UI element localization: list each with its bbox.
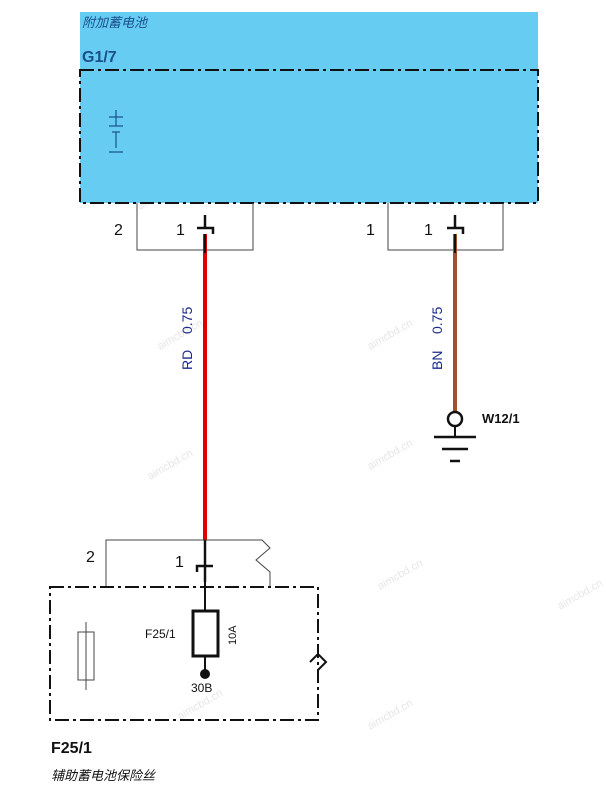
fusebox-component: F25/1 10A 30B [49, 582, 328, 721]
fusebox-name: 辅助蓄电池保险丝 [51, 768, 157, 784]
battery-component: 附加蓄电池 G1/7 [79, 12, 539, 204]
ground-label: W12/1 [482, 411, 520, 426]
wire-red-label: RD 0.75 [179, 307, 195, 370]
fusebox-housing-pin: 2 [86, 549, 95, 566]
fusebox-connector: 2 1 [86, 539, 271, 587]
battery-left-housing-pin: 2 [114, 222, 123, 239]
wire-red-color-code: RD [179, 350, 195, 370]
battery-fill [80, 12, 538, 203]
battery-right-connector: 1 1 [366, 203, 504, 251]
terminal-label: 30B [191, 681, 212, 695]
watermark-text: aimcbd.cn [366, 437, 415, 472]
battery-name: 附加蓄电池 [82, 16, 149, 31]
battery-left-pin: 1 [176, 222, 185, 239]
battery-symbol-icon [109, 110, 123, 153]
battery-code: G1/7 [82, 49, 117, 66]
watermark-text: aimcbd.cn [146, 447, 195, 482]
fusebox-dashdot-border [49, 586, 319, 721]
watermark-text: aimcbd.cn [366, 697, 415, 732]
watermark-text: aimcbd.cn [556, 577, 605, 612]
watermark-text: aimcbd.cn [366, 317, 415, 352]
wire-brown-color-code: BN [429, 351, 445, 370]
wire-brown-gauge: 0.75 [429, 307, 445, 334]
battery-left-connector: 2 1 [114, 203, 254, 251]
fuse-legend-icon [77, 622, 95, 690]
ground-point: W12/1 [434, 410, 520, 463]
fuse-element-icon [191, 609, 220, 658]
battery-dashdot-border [79, 69, 539, 204]
pin-terminal-icon [447, 215, 465, 234]
fusebox-code: F25/1 [51, 740, 92, 757]
ground-eyelet-icon [446, 410, 464, 428]
watermark-text: aimcbd.cn [376, 557, 425, 592]
pin-terminal-icon [197, 215, 215, 234]
battery-right-housing-pin: 1 [366, 222, 375, 239]
terminal-node-icon [200, 669, 210, 679]
fuse-label: F25/1 [145, 627, 176, 641]
fuse-rating: 10A [227, 625, 239, 645]
wire-red-gauge: 0.75 [179, 307, 195, 334]
pin-terminal-icon [195, 540, 213, 582]
break-mark-icon [309, 652, 328, 671]
wire-brown-label: BN 0.75 [429, 307, 445, 370]
fusebox-pin: 1 [175, 554, 184, 571]
battery-right-pin: 1 [424, 222, 433, 239]
ground-symbol-icon [434, 435, 476, 463]
